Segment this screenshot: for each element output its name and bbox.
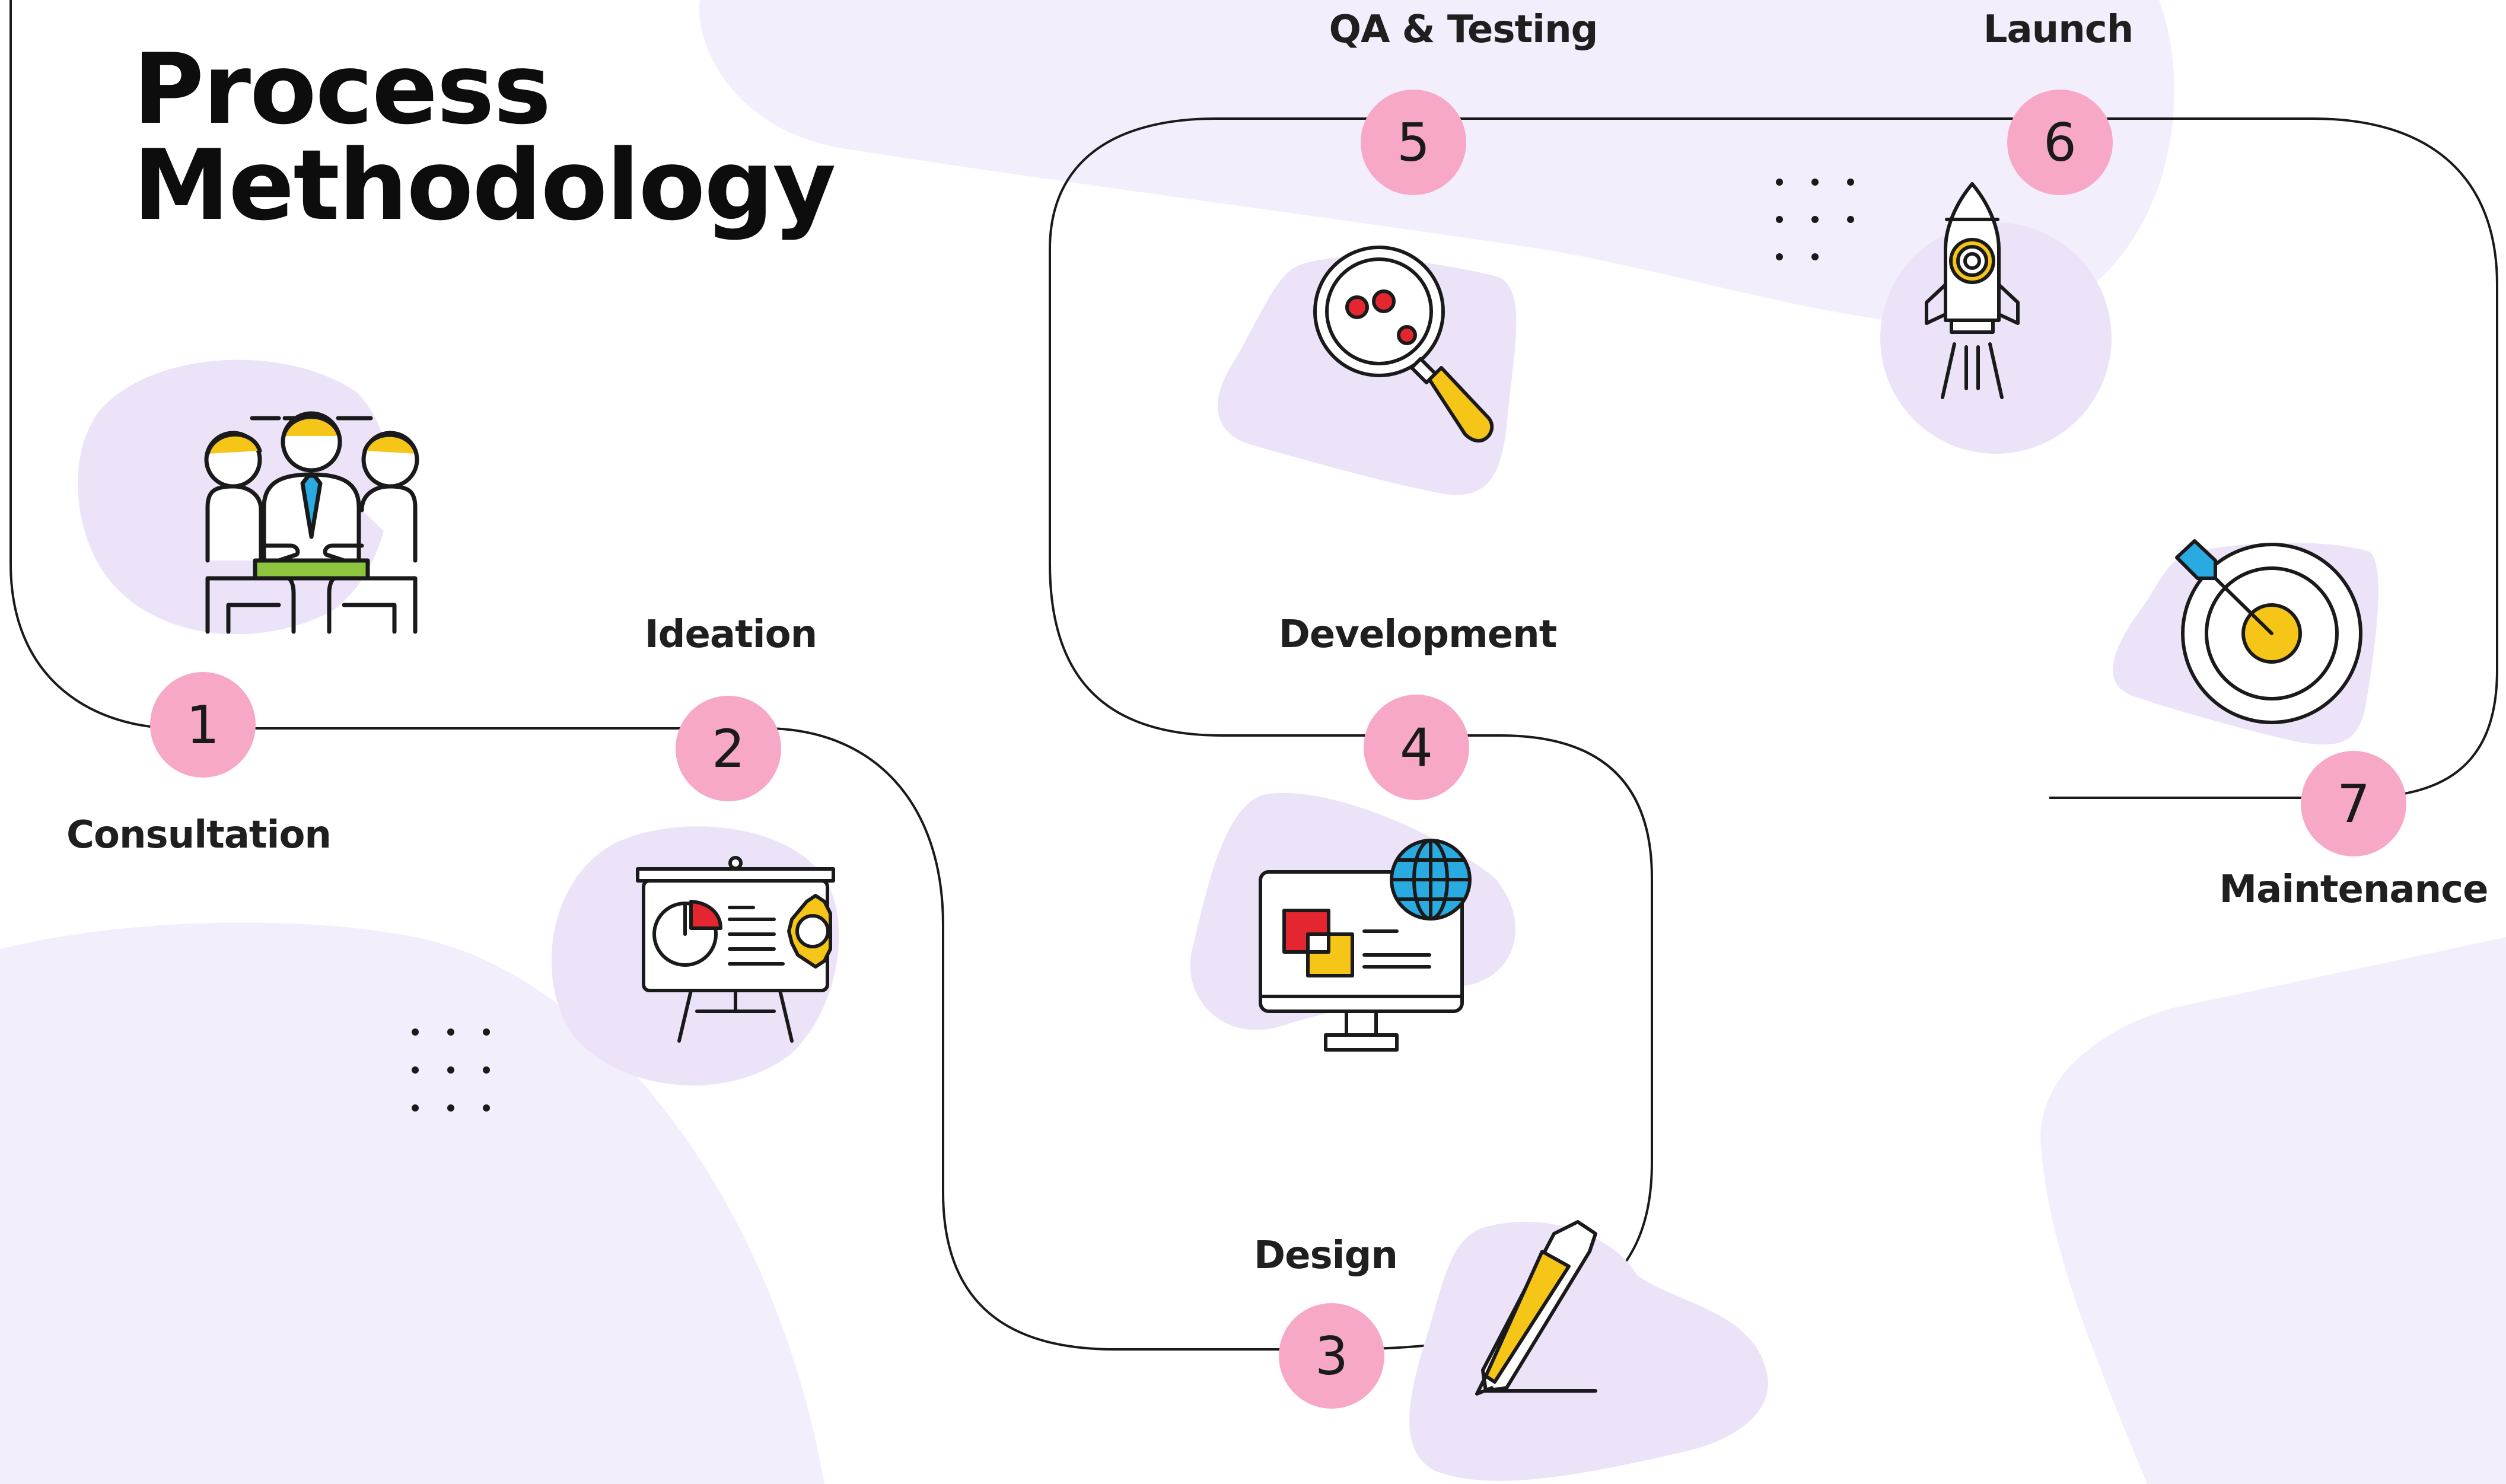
step-4-number: 4 <box>1400 716 1433 778</box>
step-3-number: 3 <box>1315 1325 1348 1387</box>
pencil-icon <box>1409 1220 1768 1481</box>
title-line-1: Process <box>133 33 551 146</box>
background-blob-bottom-right <box>2040 937 2506 1484</box>
step-5-label: QA & Testing <box>1329 8 1599 52</box>
step-3-label: Design <box>1254 1234 1398 1278</box>
rocket-icon <box>1880 182 2112 454</box>
step-5-number: 5 <box>1397 112 1430 173</box>
step-1-label: Consultation <box>66 813 332 857</box>
step-1-number: 1 <box>186 694 219 756</box>
step-4-badge: 4 <box>1364 695 1469 800</box>
target-icon <box>2113 539 2378 745</box>
magnifying-glass-icon <box>1217 246 1517 495</box>
process-path <box>1049 117 2498 1351</box>
step-2-badge: 2 <box>676 696 781 801</box>
presentation-board-icon <box>551 826 839 1086</box>
step-2-label: Ideation <box>644 613 817 657</box>
dot-grid-decoration <box>1776 179 1854 260</box>
team-meeting-icon <box>78 359 419 635</box>
step-1-badge: 1 <box>150 672 256 778</box>
step-6-badge: 6 <box>2007 90 2113 195</box>
step-6-label: Launch <box>1983 8 2134 52</box>
step-2-number: 2 <box>712 718 745 779</box>
step-7-label: Maintenance <box>2219 868 2488 912</box>
web-monitor-icon <box>1190 792 1515 1052</box>
title-line-2: Methodology <box>133 129 836 242</box>
step-7-badge: 7 <box>2301 751 2406 856</box>
step-5-badge: 5 <box>1361 90 1466 195</box>
process-path <box>9 0 1335 1351</box>
step-4-label: Development <box>1278 613 1558 657</box>
step-6-number: 6 <box>2043 112 2077 173</box>
page-title: Process Methodology <box>133 33 836 242</box>
step-3-badge: 3 <box>1279 1303 1384 1409</box>
dot-grid-decoration <box>412 1028 490 1112</box>
step-7-number: 7 <box>2337 773 2370 835</box>
